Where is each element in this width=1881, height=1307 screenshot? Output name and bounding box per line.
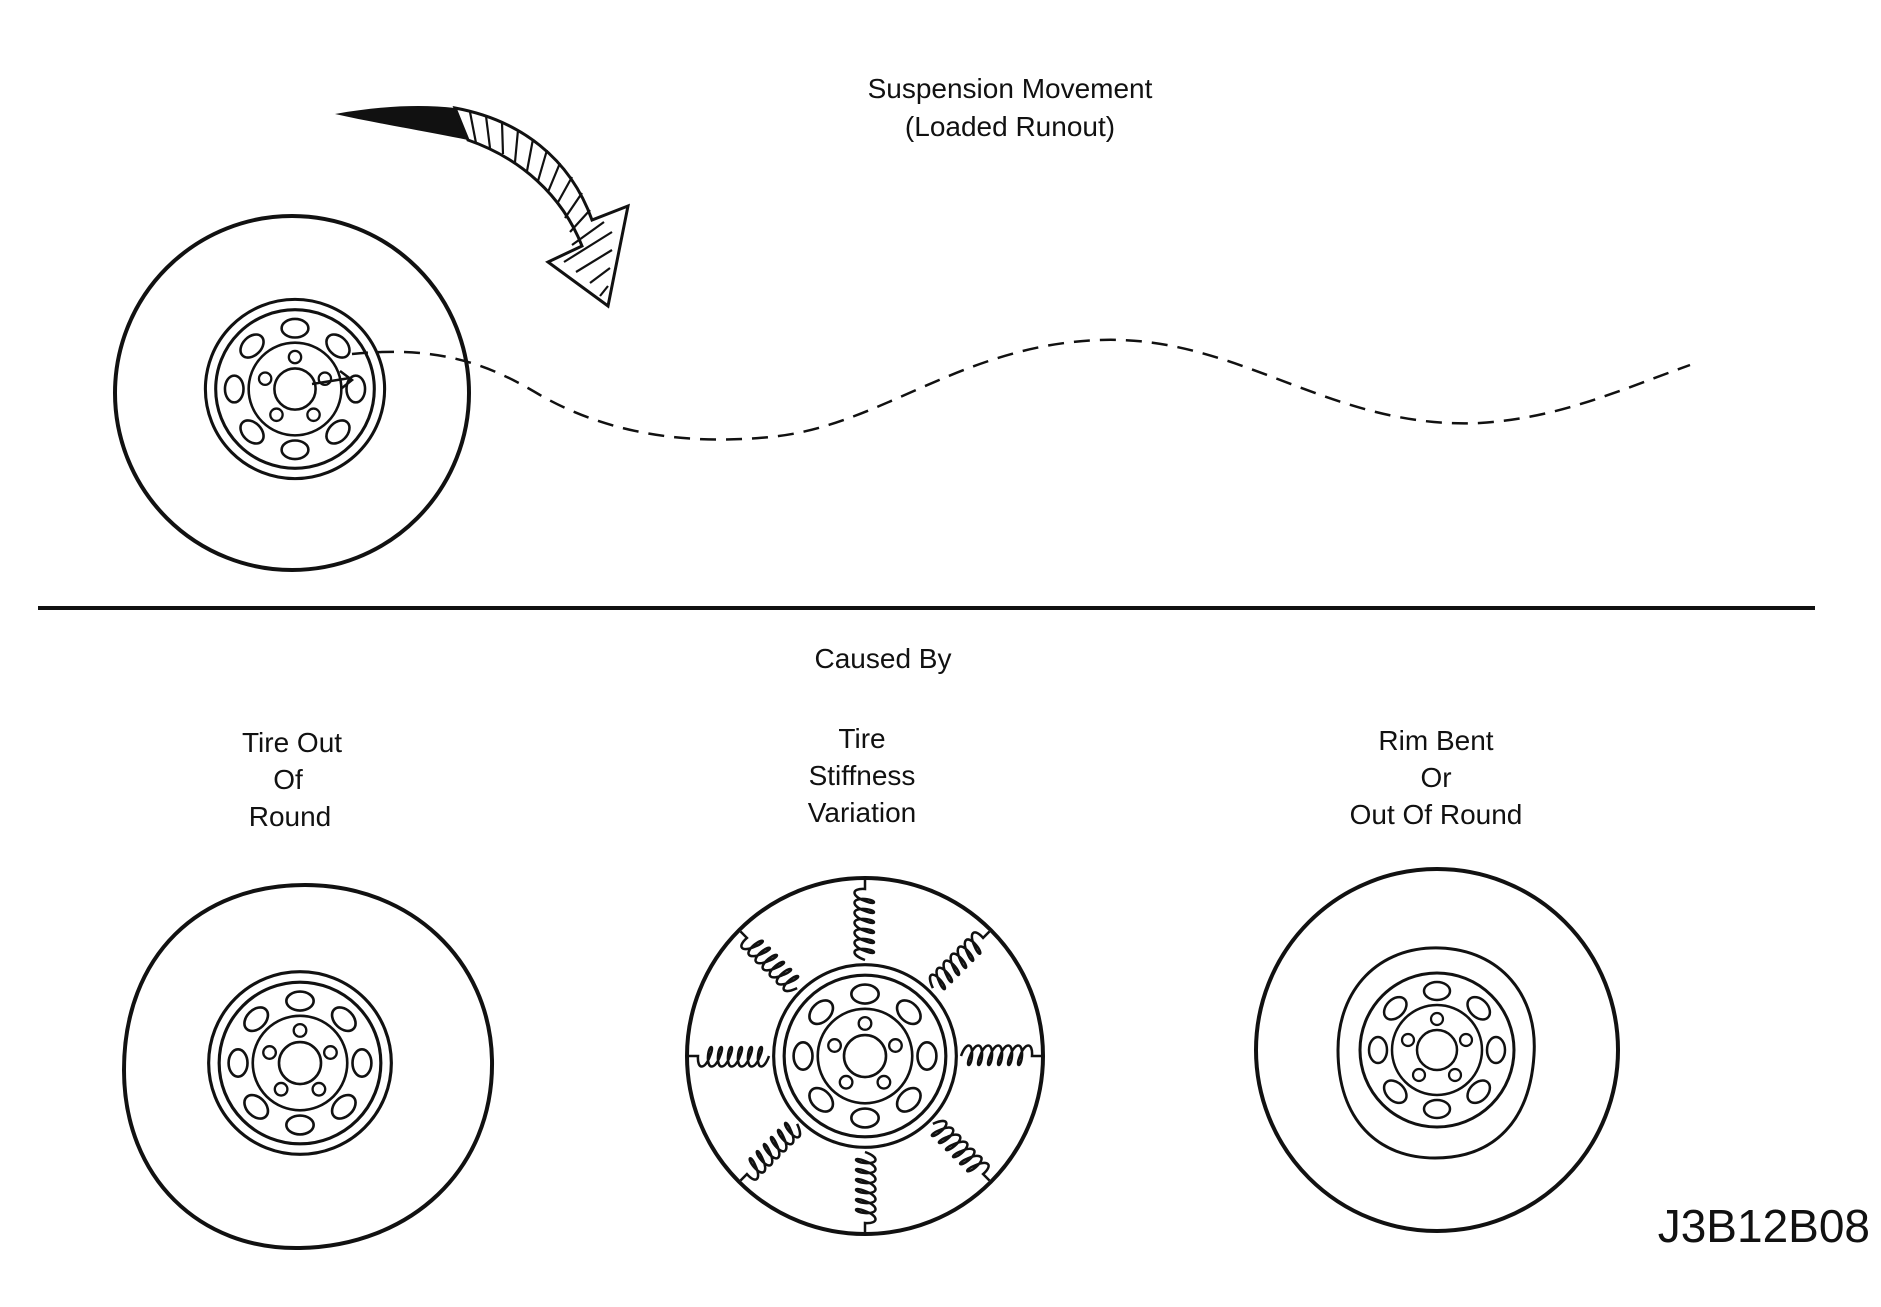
cause-label-tire-out-of-round: Tire Out Of Round (242, 727, 342, 832)
center-marker (311, 370, 355, 389)
wheel-hub (1358, 971, 1516, 1129)
cause-label-line: Round (249, 801, 332, 832)
wheel-tire-out-of-round (121, 882, 495, 1251)
wheel-hub (203, 297, 387, 481)
cause-label-line: Or (1420, 762, 1451, 793)
cause-label-line: Rim Bent (1378, 725, 1493, 756)
tire-outline (685, 876, 1045, 1236)
cause-label-line: Tire Out (242, 727, 342, 758)
rotation-arrow-icon (335, 106, 631, 309)
cause-label-line: Of (273, 764, 303, 795)
bent-rim-outline (1336, 946, 1536, 1160)
tire-outline (113, 214, 471, 572)
cause-label-line: Tire (838, 723, 885, 754)
cause-label-line: Stiffness (809, 760, 916, 791)
top-caption-line2: (Loaded Runout) (905, 111, 1115, 142)
top-caption-line1: Suspension Movement (868, 73, 1153, 104)
wheel-rim-bent (1254, 867, 1620, 1233)
caused-by-heading: Caused By (815, 643, 952, 674)
cause-label-tire-stiffness-variation: Tire Stiffness Variation (808, 723, 916, 828)
wheel-hub (772, 963, 958, 1149)
wheel-tire-stiffness-variation (685, 876, 1045, 1236)
tire-outline (121, 882, 495, 1251)
figure-code: J3B12B08 (1658, 1200, 1870, 1252)
wheel-hub (207, 970, 393, 1156)
cause-label-line: Out Of Round (1350, 799, 1523, 830)
tire-outline (1254, 867, 1620, 1233)
cause-label-rim-bent: Rim Bent Or Out Of Round (1350, 725, 1523, 830)
loaded-wheel (113, 214, 471, 572)
runout-wave-path (351, 338, 1691, 441)
stiffness-springs (687, 878, 1043, 1234)
cause-label-line: Variation (808, 797, 916, 828)
